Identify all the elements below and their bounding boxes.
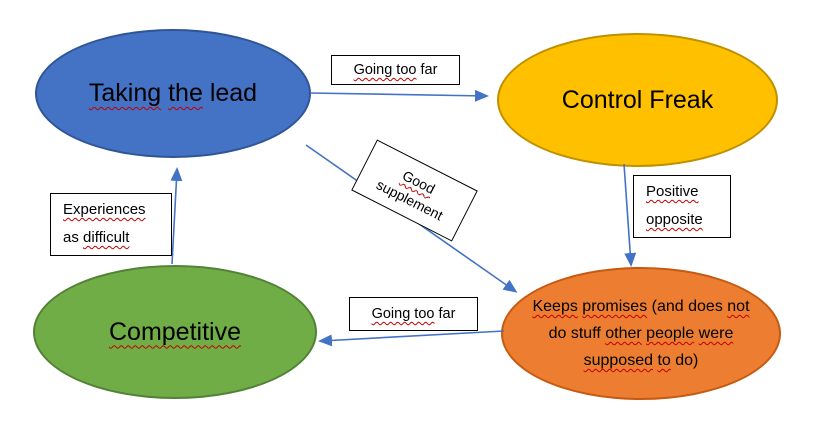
flagged-word: Positive <box>646 183 699 200</box>
label-word: far <box>434 306 456 322</box>
node-control-freak[interactable]: Control Freak <box>497 33 778 167</box>
label-line: Going too far <box>372 306 456 322</box>
node-competitive[interactable]: Competitive <box>33 265 317 399</box>
flagged-word: Competitive <box>109 317 241 346</box>
arrow-control-freak-to-keeps-promises[interactable] <box>623 163 637 267</box>
flagged-word: were <box>698 325 734 342</box>
label-word: lead <box>202 79 258 108</box>
arrow-competitive-to-taking-lead[interactable] <box>170 167 183 265</box>
node-label: Competitive <box>109 318 241 347</box>
flagged-word: Going too <box>353 62 417 78</box>
flagged-word: opposite <box>646 211 703 228</box>
label-word: do stuff <box>548 325 606 342</box>
flagged-word: Keeps <box>532 298 578 315</box>
flagged-word: Experiences <box>63 201 146 218</box>
flagged-word: the <box>168 79 203 108</box>
flagged-word: other <box>605 325 642 342</box>
label-line: as difficult <box>63 224 167 252</box>
node-label: Control Freak <box>562 86 713 115</box>
flagged-word: Going too <box>371 306 435 322</box>
flagged-word: supposed <box>583 352 653 369</box>
flagged-word: people <box>646 325 695 342</box>
label-word: far <box>416 62 438 78</box>
edge-label-positive-opposite[interactable]: Positive opposite <box>633 175 731 238</box>
label-line: Positive <box>646 178 726 206</box>
flagged-word: Taking <box>88 79 162 108</box>
label-line: supposed to do) <box>532 347 749 374</box>
label-word: as <box>63 229 84 246</box>
label-word: do) <box>670 352 699 369</box>
label-line: do stuff other people were <box>532 320 749 347</box>
label-line: Keeps promises (and does not <box>532 293 749 320</box>
label-line: opposite <box>646 206 726 234</box>
node-taking-the-lead[interactable]: Taking the lead <box>35 29 311 158</box>
edge-label-going-too-far-top[interactable]: Going too far <box>331 55 460 85</box>
edge-label-experiences-as-difficult[interactable]: Experiences as difficult <box>50 193 172 256</box>
flagged-word: promises <box>582 298 648 315</box>
node-label: Keeps promises (and does not do stuff ot… <box>518 293 763 374</box>
arrow-taking-lead-to-control-freak[interactable] <box>309 89 489 102</box>
edge-label-going-too-far-bottom[interactable]: Going too far <box>349 297 478 331</box>
node-label: Taking the lead <box>89 79 257 108</box>
label-word: Control Freak <box>561 85 714 114</box>
arrow-keeps-promises-to-competitive[interactable] <box>318 330 505 347</box>
label-word: (and does <box>647 298 728 315</box>
node-keeps-promises[interactable]: Keeps promises (and does not do stuff ot… <box>501 267 781 400</box>
flagged-word: difficult <box>83 229 130 246</box>
label-line: Experiences <box>63 196 167 224</box>
flagged-word: not <box>727 298 750 315</box>
label-line: Going too far <box>354 62 438 78</box>
flagged-word: to <box>657 352 671 369</box>
